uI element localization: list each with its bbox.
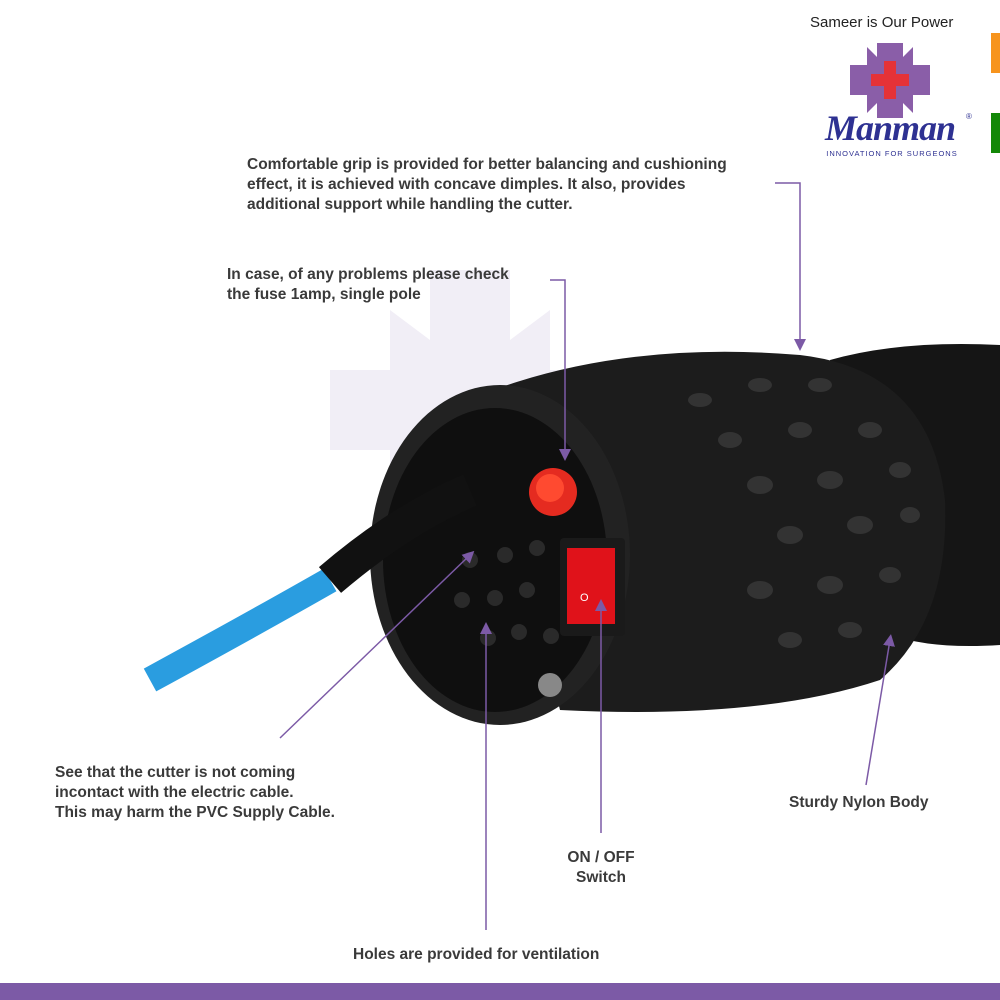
flag-green-stripe [991,113,1000,153]
fuse-callout-line [550,279,571,461]
tagline: Sameer is Our Power [810,14,954,31]
cable-callout-line [279,550,475,739]
switch-annotation-line: Switch [576,869,626,886]
fuse-annotation-line: the fuse 1amp, single pole [227,286,421,303]
holes-annotation: Holes are provided for ventilation [353,946,600,963]
on-off-switch [567,548,615,624]
grip-annotation-line: Comfortable grip is provided for better … [247,156,727,173]
cable-annotation-line: This may harm the PVC Supply Cable. [55,804,335,821]
cable-annotation-line: incontact with the electric cable. [55,784,294,801]
fuse-annotation: In case, of any problems please check th… [227,265,509,305]
switch-annotation-line: ON / OFF [567,849,635,866]
logo-cross-icon [850,43,930,118]
cable-strain-relief [318,474,477,593]
switch-annotation: ON / OFF Switch [560,848,642,888]
grip-annotation-line: additional support while handling the cu… [247,196,573,213]
grip-dimples [688,378,920,648]
grip-callout-line [775,182,806,351]
supply-cable [143,568,337,692]
switch-mark: O [580,592,589,604]
bottom-bar [0,983,1000,1000]
body-annotation: Sturdy Nylon Body [789,794,929,811]
cable-annotation-line: See that the cutter is not coming [55,764,296,781]
cable-annotation: See that the cutter is not coming incont… [55,763,335,823]
grip-annotation: Comfortable grip is provided for better … [247,155,727,215]
grip-annotation-line: effect, it is achieved with concave dimp… [247,176,686,193]
screw [538,673,562,697]
fuse-annotation-line: In case, of any problems please check [227,266,509,283]
brand-name: Manman [824,108,956,148]
body-callout-line [865,634,895,786]
brand-subtitle: INNOVATION FOR SURGEONS [826,149,958,158]
registered-mark: ® [966,112,972,121]
flag-orange-stripe [991,33,1000,73]
